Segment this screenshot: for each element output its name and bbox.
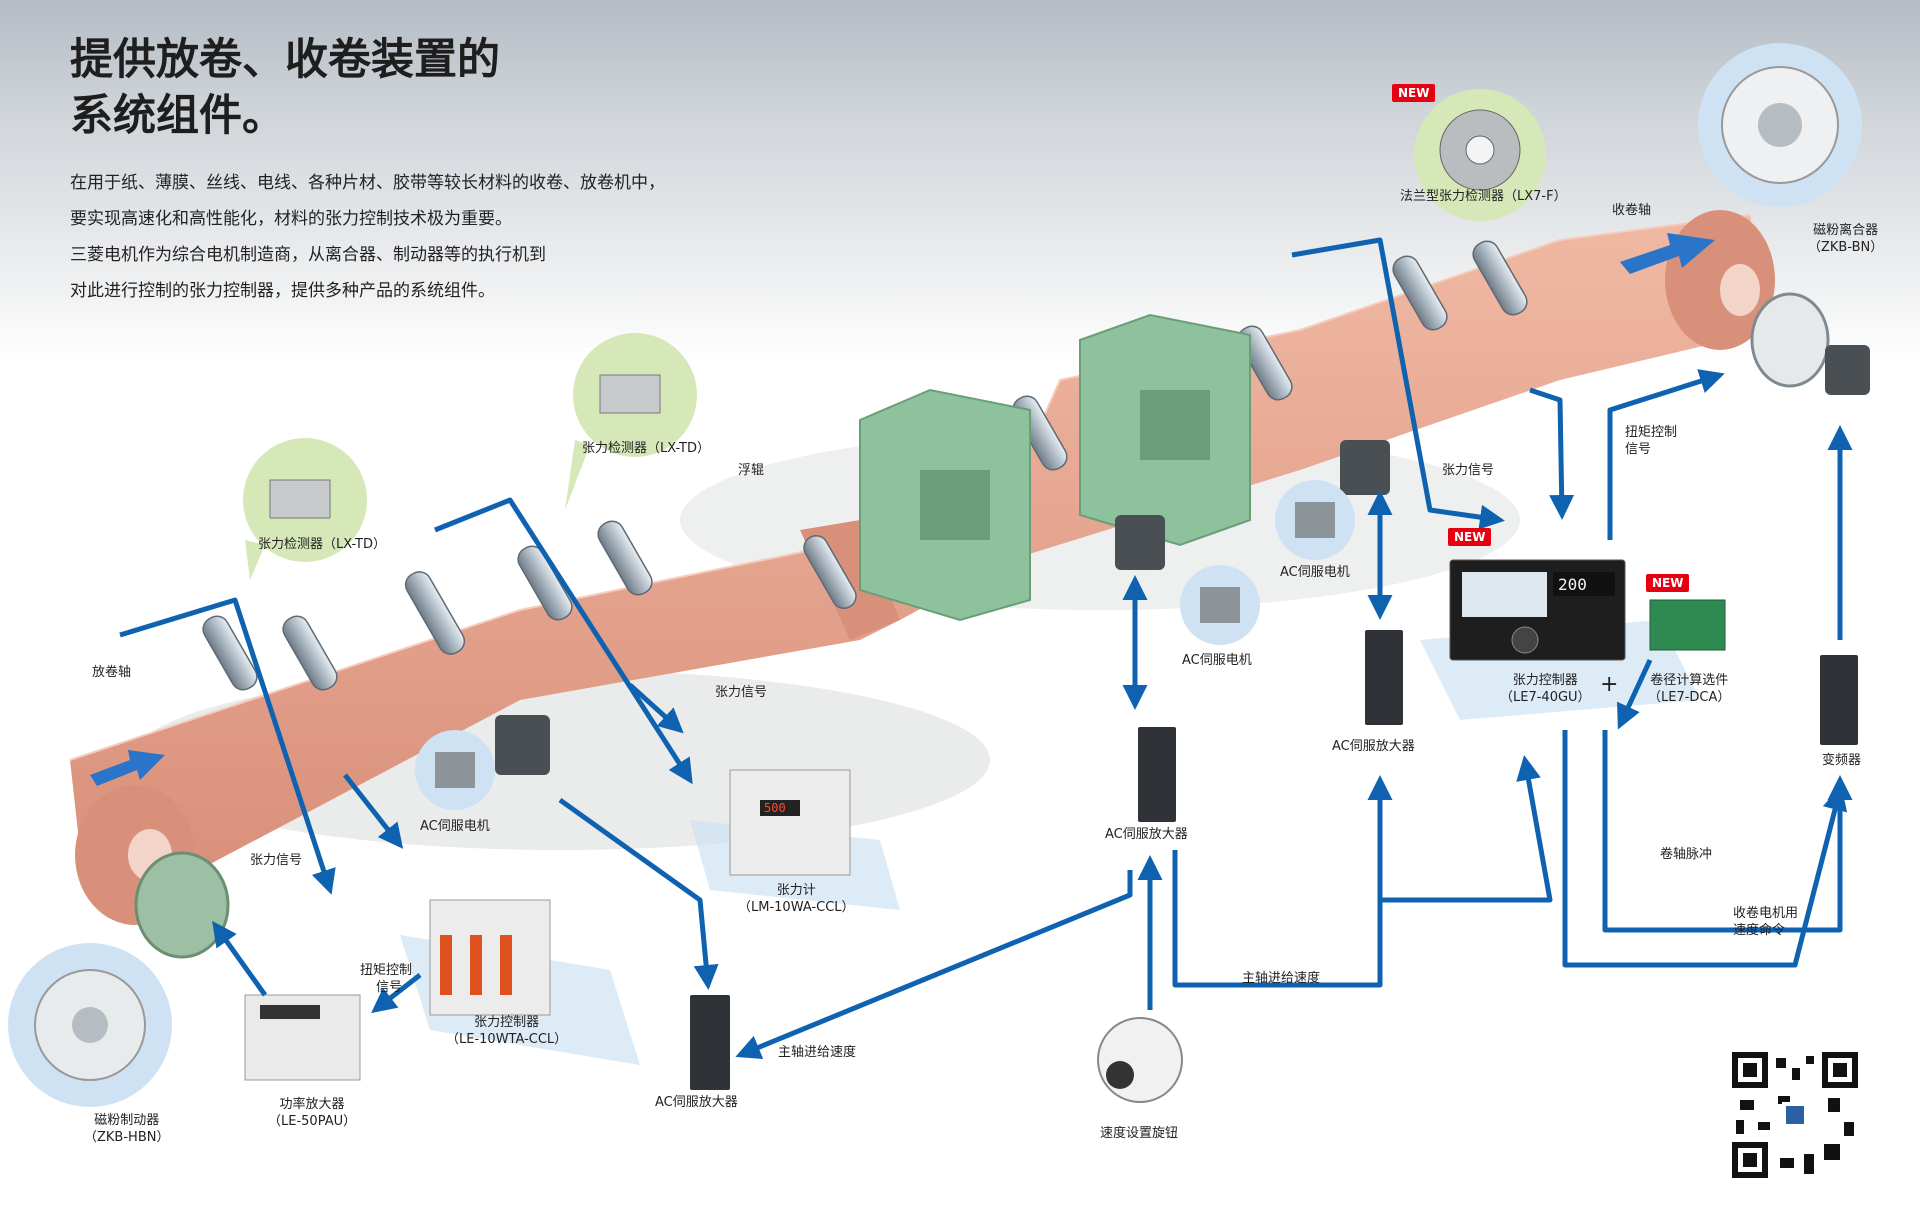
powder-clutch-name: 磁粉离合器 bbox=[1813, 223, 1879, 238]
flow-arrow-left bbox=[90, 750, 165, 786]
qr-code bbox=[1728, 1048, 1862, 1182]
tension-controller-main-model: （LE7-40GU） bbox=[1500, 690, 1591, 705]
label-speed-knob: 速度设置旋钮 bbox=[1100, 1126, 1179, 1141]
label-servo-motor-1: AC伺服电机 bbox=[420, 819, 490, 834]
intro-line: 对此进行控制的张力控制器，提供多种产品的系统组件。 bbox=[70, 281, 495, 301]
torque-signal-left-line1: 扭矩控制 bbox=[360, 963, 413, 978]
torque-signal-right-line2: 信号 bbox=[1625, 442, 1652, 457]
label-unwind-shaft: 放卷轴 bbox=[92, 665, 132, 680]
label-tension-detector-2: 张力检测器（LX-TD） bbox=[582, 441, 710, 456]
tension-meter-device bbox=[729, 769, 851, 876]
label-torque-signal-left: 扭矩控制 信号 bbox=[360, 962, 412, 996]
intro-line: 在用于纸、薄膜、丝线、电线、各种片材、胶带等较长材料的收卷、放卷机中， bbox=[70, 173, 665, 193]
page-title: 提供放卷、收卷装置的 系统组件。 bbox=[70, 32, 500, 144]
label-tension-controller-left: 张力控制器 （LE-10WTA-CCL） bbox=[446, 1014, 567, 1048]
tension-controller-main-name: 张力控制器 bbox=[1512, 673, 1578, 688]
label-tension-signal-2: 张力信号 bbox=[715, 685, 768, 700]
tension-controller-left-model: （LE-10WTA-CCL） bbox=[446, 1032, 568, 1047]
label-tension-signal-1: 张力信号 bbox=[250, 853, 303, 868]
new-badge-flange: NEW bbox=[1392, 84, 1436, 102]
intro-line: 三菱电机作为综合电机制造商，从离合器、制动器等的执行机到 bbox=[70, 245, 546, 265]
label-servo-motor-2: AC伺服电机 bbox=[1182, 653, 1252, 668]
title-line-1: 提供放卷、收卷装置的 bbox=[70, 35, 500, 85]
label-servo-amp-3: AC伺服放大器 bbox=[1332, 739, 1415, 754]
speed-knob-device bbox=[1097, 1017, 1183, 1103]
intro-text: 在用于纸、薄膜、丝线、电线、各种片材、胶带等较长材料的收卷、放卷机中， 要实现高… bbox=[70, 165, 665, 309]
label-servo-amp-2: AC伺服放大器 bbox=[1105, 827, 1188, 842]
powder-clutch-device bbox=[1750, 292, 1830, 388]
wind-motor-cmd-line2: 速度命令 bbox=[1733, 923, 1786, 938]
label-torque-signal-right: 扭矩控制 信号 bbox=[1625, 424, 1677, 458]
label-flange-detector: 法兰型张力检测器（LX7-F） bbox=[1400, 189, 1567, 204]
controller-display-value: 200 bbox=[1558, 575, 1587, 594]
label-inverter: 变频器 bbox=[1822, 753, 1862, 768]
signal-lines bbox=[119, 237, 1853, 1059]
title-line-2: 系统组件。 bbox=[70, 91, 285, 141]
label-float-roller: 浮辊 bbox=[738, 463, 765, 478]
flow-arrow-right bbox=[1620, 233, 1715, 274]
label-wind-motor-cmd: 收卷电机用 速度命令 bbox=[1733, 905, 1798, 939]
label-tension-meter: 张力计 （LM-10WA-CCL） bbox=[738, 882, 855, 916]
reel-calc-option-device bbox=[1649, 599, 1726, 651]
intro-line: 要实现高速化和高性能化，材料的张力控制技术极为重要。 bbox=[70, 209, 512, 229]
label-spindle-speed-1: 主轴进给速度 bbox=[778, 1045, 857, 1060]
meter-display-value: 500 bbox=[764, 801, 786, 815]
label-servo-motor-3: AC伺服电机 bbox=[1280, 565, 1350, 580]
servo-amplifiers bbox=[690, 630, 1858, 1090]
label-wind-shaft: 收卷轴 bbox=[1612, 203, 1652, 218]
power-amp-name: 功率放大器 bbox=[279, 1097, 345, 1112]
label-powder-brake: 磁粉制动器 （ZKB-HBN） bbox=[84, 1112, 169, 1146]
new-badge-option: NEW bbox=[1646, 574, 1690, 592]
label-spindle-speed-2: 主轴进给速度 bbox=[1242, 971, 1321, 986]
reel-calc-option-name: 卷径计算选件 bbox=[1650, 673, 1729, 688]
label-powder-clutch: 磁粉离合器 （ZKB-BN） bbox=[1808, 222, 1883, 256]
label-tension-detector-1: 张力检测器（LX-TD） bbox=[258, 537, 386, 552]
powder-brake-model: （ZKB-HBN） bbox=[84, 1130, 170, 1145]
label-servo-amp-1: AC伺服放大器 bbox=[655, 1095, 738, 1110]
powder-brake-name: 磁粉制动器 bbox=[94, 1113, 160, 1128]
label-tension-controller-main: 张力控制器 （LE7-40GU） bbox=[1500, 672, 1591, 706]
power-amp-model: （LE-50PAU） bbox=[268, 1114, 357, 1129]
label-tension-signal-3: 张力信号 bbox=[1442, 463, 1495, 478]
tension-meter-model: （LM-10WA-CCL） bbox=[738, 900, 855, 915]
label-reel-calc-option: 卷径计算选件 （LE7-DCA） bbox=[1648, 672, 1730, 706]
tension-meter-name: 张力计 bbox=[776, 883, 816, 898]
label-plus: + bbox=[1600, 672, 1619, 697]
torque-signal-right-line1: 扭矩控制 bbox=[1625, 425, 1678, 440]
powder-clutch-model: （ZKB-BN） bbox=[1808, 240, 1884, 255]
reel-calc-option-model: （LE7-DCA） bbox=[1648, 690, 1731, 705]
label-power-amp: 功率放大器 （LE-50PAU） bbox=[268, 1096, 356, 1130]
torque-signal-left-line2: 信号 bbox=[376, 980, 403, 995]
powder-brake-device bbox=[134, 851, 230, 959]
label-reel-pulse: 卷轴脉冲 bbox=[1660, 847, 1713, 862]
new-badge-controller: NEW bbox=[1448, 528, 1492, 546]
wind-motor-cmd-line1: 收卷电机用 bbox=[1733, 906, 1799, 921]
tension-controller-left-name: 张力控制器 bbox=[474, 1015, 540, 1030]
